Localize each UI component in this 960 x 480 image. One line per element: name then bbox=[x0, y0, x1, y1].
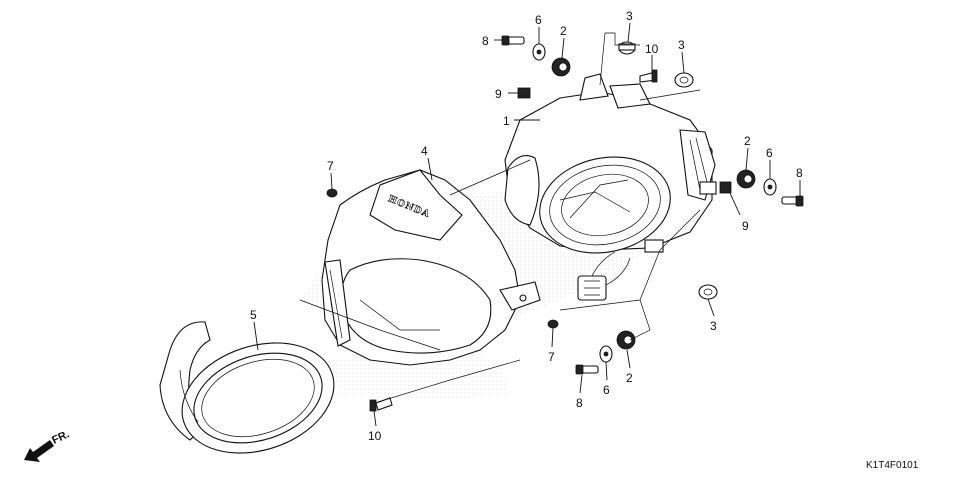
screw-7-bottom bbox=[547, 319, 559, 329]
callout-2-top: 2 bbox=[560, 24, 567, 38]
washer-6-top bbox=[532, 43, 546, 61]
grommet-2-bottom bbox=[616, 330, 636, 350]
headlight-unit bbox=[504, 73, 717, 301]
callout-9-right: 9 bbox=[742, 219, 749, 233]
callout-7-left: 7 bbox=[327, 159, 334, 173]
callout-5: 5 bbox=[250, 308, 257, 322]
bolt-8-bottom bbox=[575, 364, 599, 375]
callout-8-top: 8 bbox=[482, 34, 489, 48]
callout-3-topright: 3 bbox=[678, 38, 685, 52]
grommet-2-right bbox=[736, 169, 756, 189]
clip-9-right bbox=[719, 181, 732, 194]
callout-7-bottom: 7 bbox=[548, 350, 555, 364]
clip-9-left bbox=[517, 87, 531, 99]
front-cover: HONDA bbox=[321, 169, 541, 366]
callout-10-bottom: 10 bbox=[368, 429, 382, 443]
callout-2-right: 2 bbox=[744, 134, 751, 148]
grommet-2-top bbox=[551, 57, 571, 77]
direction-label: FR. bbox=[50, 428, 71, 446]
collar-3-top bbox=[618, 41, 636, 55]
leader-lines bbox=[253, 22, 801, 427]
collar-3-bottom bbox=[698, 284, 718, 300]
bolt-8-right bbox=[781, 195, 804, 207]
direction-arrow-icon bbox=[24, 440, 54, 462]
screw-7-left bbox=[326, 188, 338, 198]
callout-6-right: 6 bbox=[766, 146, 773, 160]
callout-6-top: 6 bbox=[535, 13, 542, 27]
collar-3-topright bbox=[674, 72, 694, 88]
bolt-8-top bbox=[501, 35, 525, 46]
figure-code: K1T4F0101 bbox=[866, 460, 919, 471]
callout-3-bottom: 3 bbox=[710, 319, 717, 333]
callout-8-bottom: 8 bbox=[576, 396, 583, 410]
washer-6-right bbox=[763, 178, 777, 196]
screw-10-bottom bbox=[369, 397, 393, 412]
callout-10-top: 10 bbox=[645, 42, 659, 56]
headlight-rim bbox=[159, 321, 335, 454]
front-direction-indicator: FR. bbox=[24, 428, 71, 462]
callout-labels: 8 6 2 3 10 3 9 1 2 6 8 9 4 7 3 5 7 2 8 6… bbox=[250, 9, 803, 443]
callout-6-bottom: 6 bbox=[603, 383, 610, 397]
washer-6-bottom bbox=[599, 345, 613, 363]
callout-2-bottom: 2 bbox=[626, 371, 633, 385]
callout-9-left: 9 bbox=[495, 87, 502, 101]
callout-1: 1 bbox=[503, 114, 510, 128]
callout-4: 4 bbox=[421, 144, 428, 158]
callout-3-top: 3 bbox=[626, 9, 633, 23]
callout-8-right: 8 bbox=[796, 166, 803, 180]
screw-10-top bbox=[639, 69, 658, 83]
